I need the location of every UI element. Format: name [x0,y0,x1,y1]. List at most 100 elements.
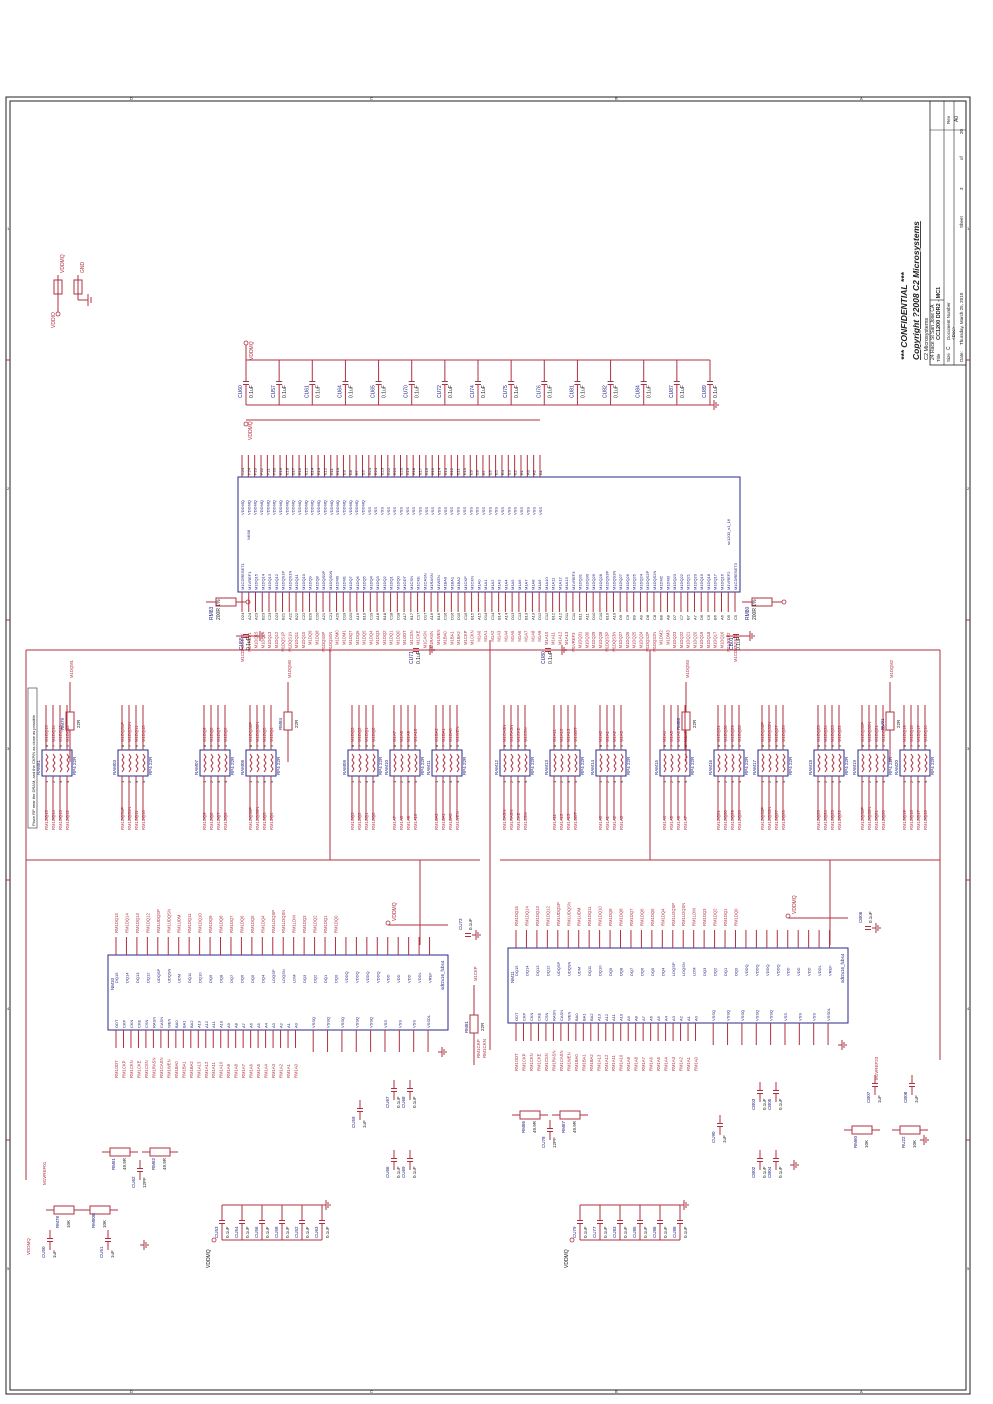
connector-pin-name: M1DQ18 [706,573,711,590]
dram-pin-name: BA2 [189,1020,194,1028]
part-value: 10K [66,1220,71,1228]
rpack-net-label: M1A13 [566,728,571,742]
rpack-ref: RAM81 [36,759,41,775]
part-value: 49.9R [532,1120,537,1133]
rpack-net-label: M1A10 [413,728,418,742]
capacitor-value: 0.1uF [245,1226,250,1238]
dram-pin-name: A0 [294,1022,299,1028]
dram-pin-name: BA1 [581,1013,586,1021]
rpack-pin: 5 [837,744,842,747]
rpack-net-label: M1DQS1P [120,722,125,742]
rpack-net-label: M1DQ4 [269,727,274,742]
dram-net-label: RM1A2 [679,1056,684,1071]
connector-pin-number: E2 [513,469,518,475]
rpack-net-label: RM1DQ0 [371,812,376,830]
dram-pin-name: WEN [166,1019,171,1028]
connector-pin-number: D9 [618,614,623,620]
rpack-pin: 1 [716,780,721,783]
resistor-ref: RM79 [60,717,65,730]
rpack-ref: RAM12 [494,759,499,775]
connector-pin-name: M1DQS0P [321,571,326,590]
connector-pin-name: VDDMQ [253,500,258,515]
connector-net-label: M1DQ1 [389,630,394,645]
rpack-pin: 1 [350,780,355,783]
connector-pin-number: A24 [247,612,252,620]
dram-pin-name: VDDL [417,972,422,983]
connector-pin-number: E9 [468,469,473,475]
dram-net-label: RM1A13 [596,1054,601,1071]
rpack-pin: 8 [760,744,765,747]
connector-pin-number: B9 [632,614,637,620]
rpack-net-label: RM1DQ5 [262,812,267,830]
dram-pin-name: DQ8 [219,974,224,983]
connector-pin-name: VSS [367,507,372,515]
dram-pin-name: DQ9 [208,974,213,983]
rpack-net-label: RM1DQ14 [51,810,56,830]
connector-pin-number: B13 [524,612,529,620]
connector-pin-name: M1DQS1N [287,571,292,590]
rpack-net-label: RM1CKE [516,812,521,830]
connector-net-label: M1DM0 [335,630,340,645]
connector-pin-number: E19 [405,467,410,475]
connector-pin-number: A19 [355,612,360,620]
rpack-net-label: RM1A9 [406,815,411,830]
rpack-net-label: M1DQ2 [357,727,362,742]
dram-net-label: RM1A12 [204,1061,209,1078]
rpack-net-label: RM1DQ22 [837,810,842,830]
connector-pin-number: B7 [686,614,691,620]
dram-net-label: RM1A6 [249,1063,254,1078]
dram-pin-name: A12 [204,1020,209,1028]
rpack-pin: 2 [51,780,56,783]
connector-net-label: M1DQS1P [281,632,286,652]
connector-pin-number: A13 [530,612,535,620]
zone-row-mark: D [130,96,133,101]
part-ref: RM83 [209,606,215,620]
dram-net-label: RM1CASN [559,1051,564,1071]
dram-net-label: RM1LDQSP [271,910,276,933]
dram-net-label: RM1A4 [264,1063,269,1078]
connector-net-label: M1DQ24 [638,631,643,648]
rpack-value: RP4 22R [744,756,749,775]
title-label: Title [936,353,941,362]
connector-pin-number: D14 [483,612,488,620]
connector-net-label: M1DQ18 [706,631,711,648]
connector-pin-name: M1DQ26 [625,573,630,590]
connector-pin-number: B8 [659,614,664,620]
capacitor-ref: CU79 [572,1226,577,1238]
rpack-net-label: M1DQ22 [837,725,842,742]
connector-pin-name: M1VREF3 [571,571,576,590]
power-symbols-top: VDDIO VDDMQ GND [51,254,92,328]
dram-net-label: RM1A3 [271,1063,276,1078]
dram-pin-name: CSN [144,1019,149,1028]
dram-net-label: RM1BA0 [174,1061,179,1078]
rpack-pin: 8 [120,744,125,747]
dram-net-label: RM1WEN [166,1059,171,1078]
dram-pin-name: VREF [428,972,433,983]
connector-pin-number: D8 [645,614,650,620]
connector-pin-name: M1DQ6 [355,575,360,590]
dram-net-label: RM1DQ3 [702,908,707,926]
connector-pin-number: F22 [259,467,264,475]
rpack-pin: 5 [573,744,578,747]
part-ref: CB08 [903,1091,908,1103]
connector-pin-number: F24 [246,467,251,475]
dram-net-label: RM1DQ8 [619,908,624,926]
connector-pin-name: VSS [506,507,511,515]
connector-pin-number: C21 [328,612,333,620]
zone-col-mark: 4 [7,1006,10,1011]
connector-pin-number: E8 [348,469,353,475]
rpack-net-label: M1DQ10 [141,725,146,742]
dram-net-label: RM1LDQSP [671,903,676,926]
part-ref: CU59 [351,1116,356,1128]
connector-net-label: M1DQ30 [584,631,589,648]
dram-net-label: RM1BA2 [189,1061,194,1078]
rpack-pin: 1 [44,780,49,783]
dram-pin-name: VDD [807,967,812,976]
rpack-pin: 4 [371,780,376,783]
rpack-net-label: M1DQ7 [216,727,221,742]
dram-pin-name: LDQSP [671,962,676,976]
dram-pin-name: VDD [386,974,391,983]
dram-net-label: RM1LDM [292,915,297,933]
part-ref: CU90 [711,1131,716,1143]
